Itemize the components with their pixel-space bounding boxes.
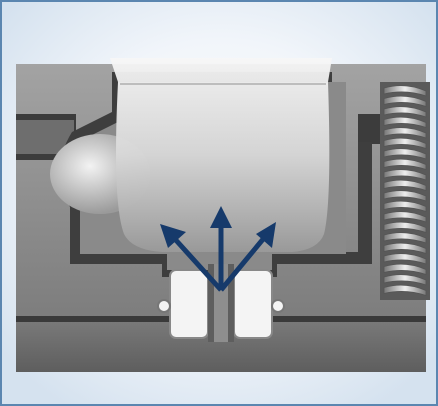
spring-coil bbox=[380, 82, 430, 300]
